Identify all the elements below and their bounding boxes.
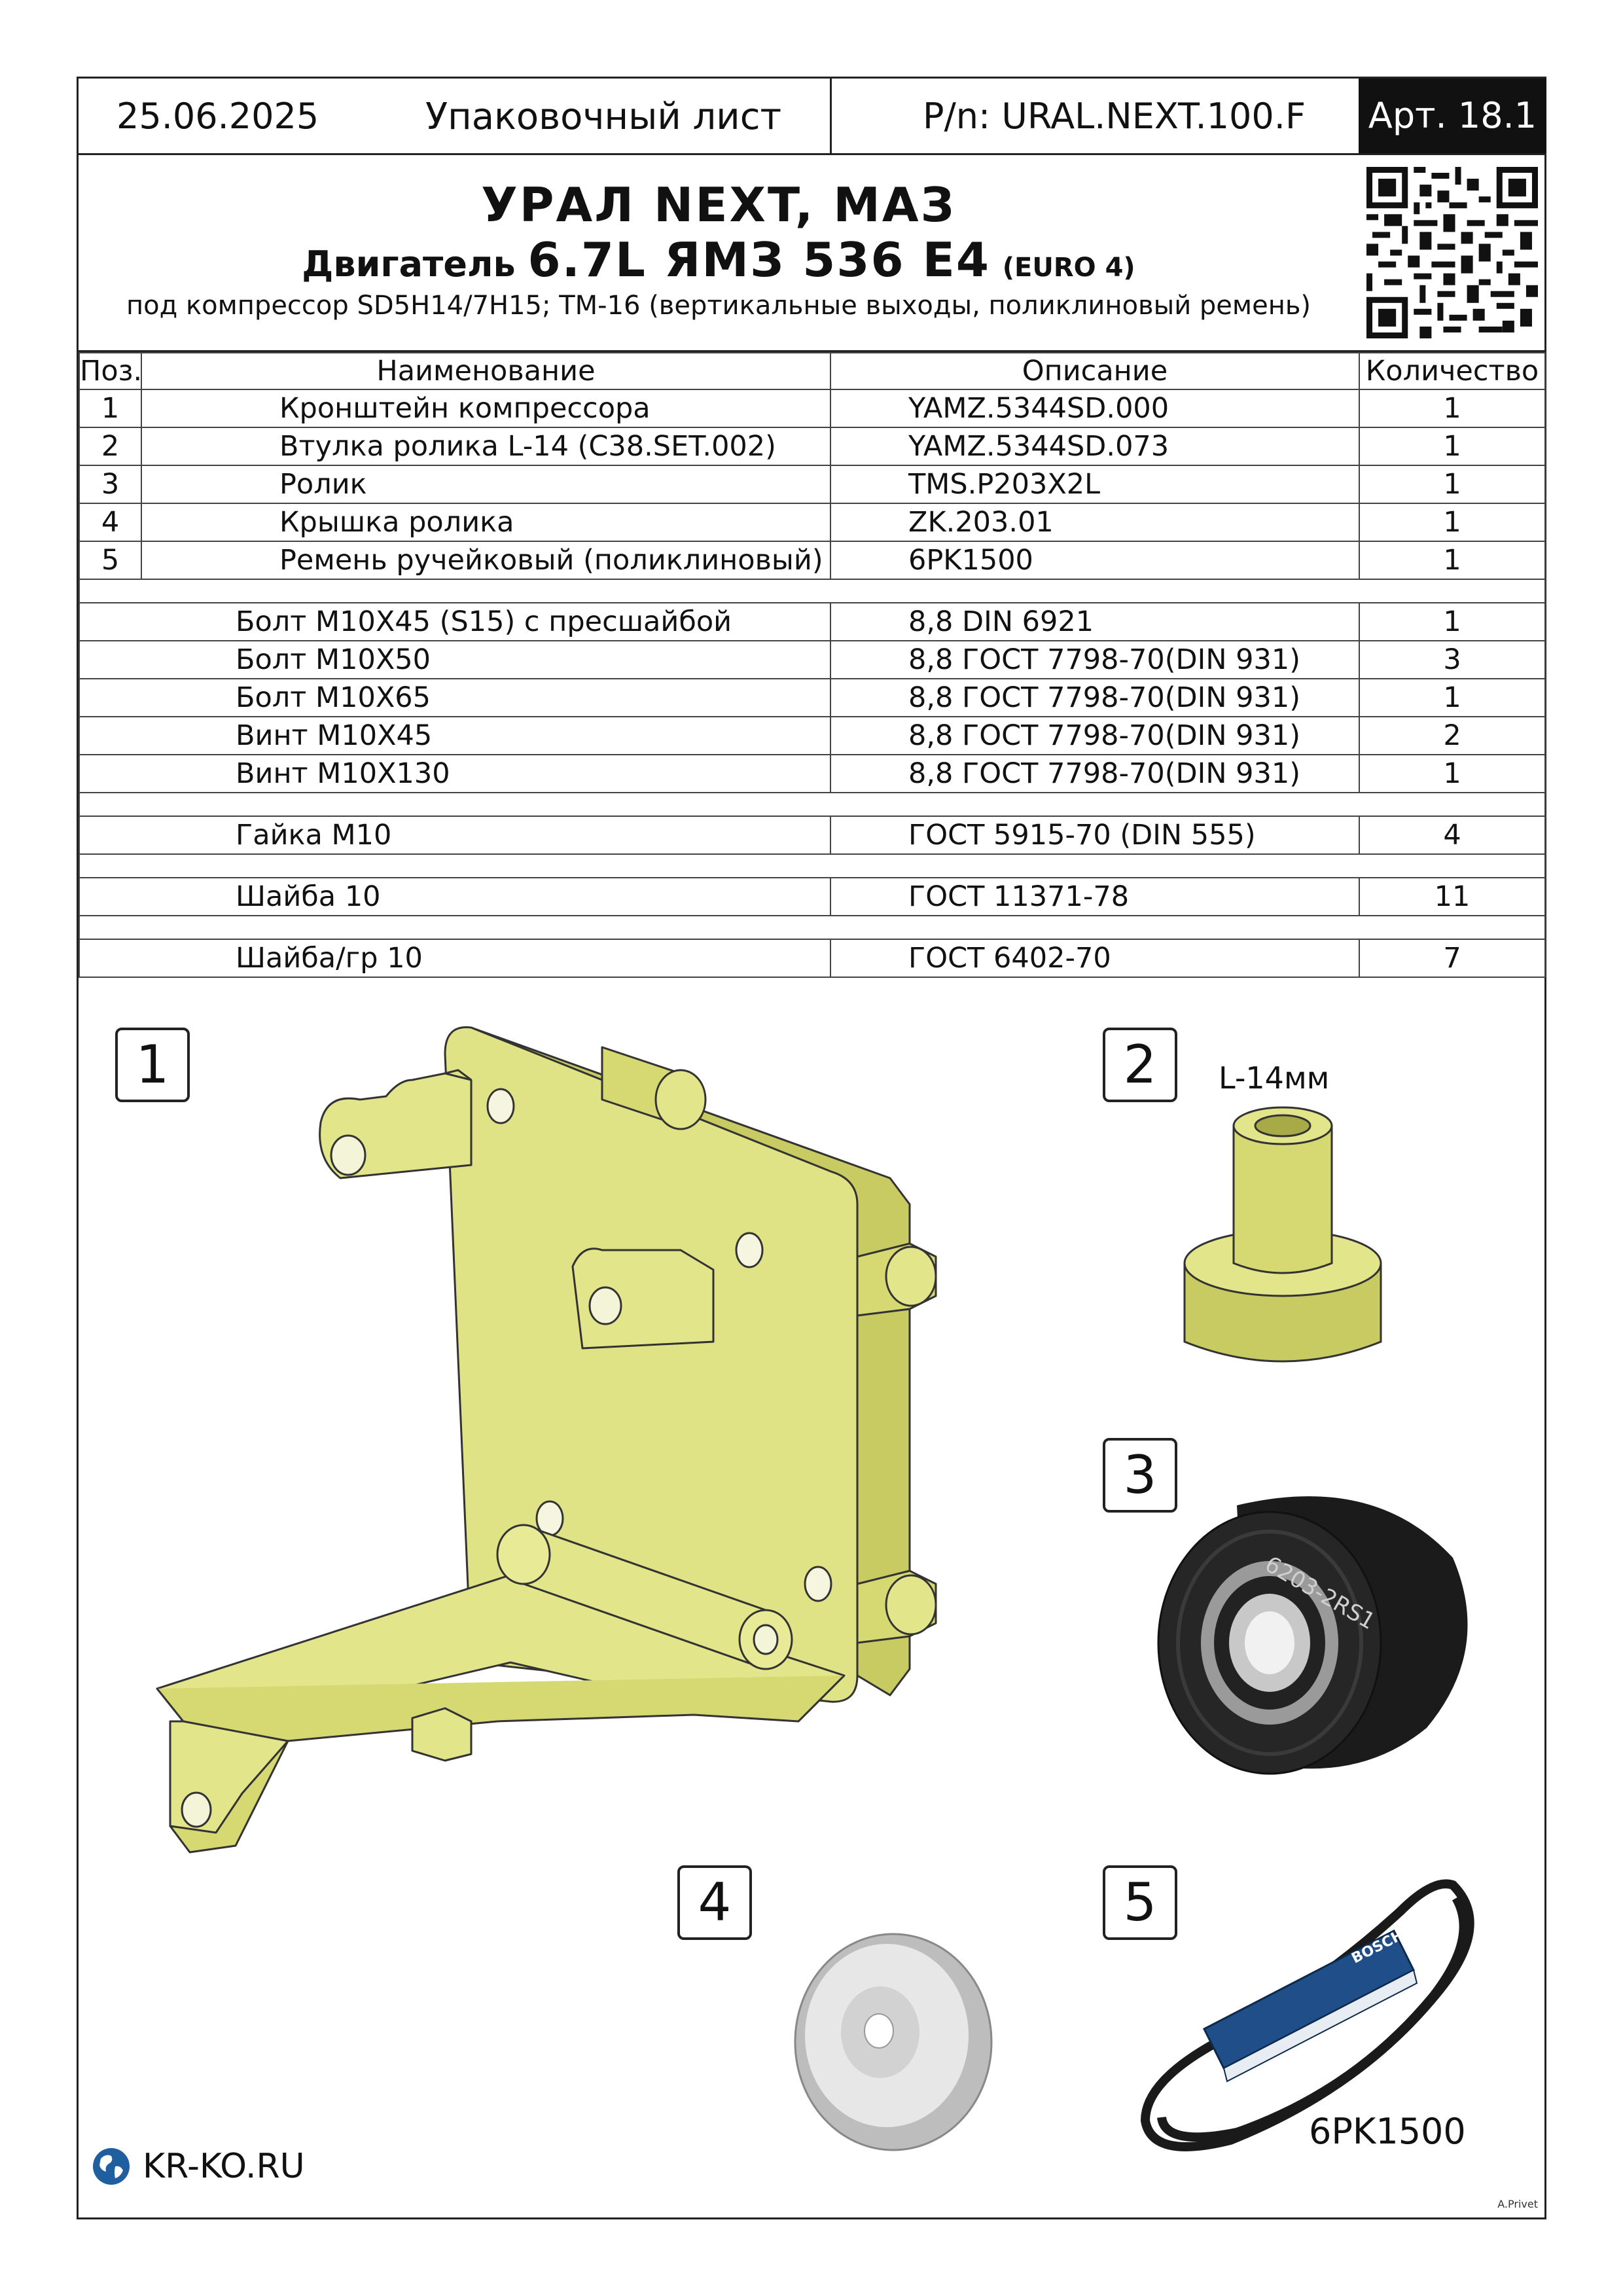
row-name: Ремень ручейковый (поликлиновый) <box>141 541 831 580</box>
row-pos: 5 <box>79 541 142 580</box>
row-name: Болт М10Х65 <box>79 678 831 717</box>
row-qty: 2 <box>1359 716 1546 755</box>
table-row: Гайка М10 ГОСТ 5915-70 (DIN 555) 4 <box>79 816 1546 855</box>
table-gap-row <box>79 853 1546 878</box>
row-name: Винт М10Х45 <box>79 716 831 755</box>
row-qty: 1 <box>1359 427 1546 466</box>
row-desc: 6PK1500 <box>830 541 1360 580</box>
site-url: KR-KO.RU <box>143 2147 305 2186</box>
site-logo[interactable]: KR-KO.RU <box>92 2147 305 2186</box>
application-note: под компрессор SD5H14/7H15; ТМ-16 (верти… <box>126 291 1311 321</box>
row-desc: ГОСТ 5915-70 (DIN 555) <box>830 816 1360 855</box>
table-row: Шайба 10 ГОСТ 11371-78 11 <box>79 877 1546 916</box>
table-header-row: Поз. Наименование Описание Количество <box>79 352 1546 390</box>
vehicle-title: УРАЛ NEXT, МАЗ <box>481 177 956 232</box>
row-qty: 4 <box>1359 816 1546 855</box>
table-gap-row <box>79 792 1546 817</box>
engine-prefix: Двигатель <box>302 243 516 285</box>
belt-caption: 6PK1500 <box>1309 2111 1466 2152</box>
item-label-1: 1 <box>115 1028 190 1102</box>
row-qty: 1 <box>1359 503 1546 542</box>
roller-cap-image <box>794 1933 993 2151</box>
row-desc: ГОСТ 6402-70 <box>830 939 1360 978</box>
header-desc: Описание <box>830 352 1360 390</box>
item-label-3: 3 <box>1103 1438 1177 1513</box>
row-name: Винт М10Х130 <box>79 754 831 793</box>
item-label-2: 2 <box>1103 1028 1177 1102</box>
doc-title: Упаковочный лист <box>425 96 782 138</box>
row-qty: 7 <box>1359 939 1546 978</box>
row-pos: 3 <box>79 465 142 504</box>
row-qty: 1 <box>1359 602 1546 641</box>
table-row: Болт М10Х50 8,8 ГОСТ 7798-70(DIN 931) 3 <box>79 640 1546 679</box>
bushing-length-note: L-14мм <box>1219 1060 1330 1096</box>
table-row: Винт М10Х45 8,8 ГОСТ 7798-70(DIN 931) 2 <box>79 716 1546 755</box>
row-name: Шайба/гр 10 <box>79 939 831 978</box>
compressor-bracket-image <box>156 1026 937 1854</box>
row-name: Втулка ролика L-14 (C38.SET.002) <box>141 427 831 466</box>
row-desc: ГОСТ 11371-78 <box>830 877 1360 916</box>
poly-v-belt-image: BOSCH <box>1140 1879 1474 2151</box>
row-name: Болт М10Х50 <box>79 640 831 679</box>
row-desc: 8,8 ГОСТ 7798-70(DIN 931) <box>830 754 1360 793</box>
row-desc: 8,8 ГОСТ 7798-70(DIN 931) <box>830 678 1360 717</box>
table-gap-row <box>79 915 1546 940</box>
table-row: Винт М10Х130 8,8 ГОСТ 7798-70(DIN 931) 1 <box>79 754 1546 793</box>
row-qty: 1 <box>1359 541 1546 580</box>
header-row: 25.06.2025 Упаковочный лист P/n: URAL.NE… <box>79 79 1546 155</box>
table-row: Болт М10Х45 (S15) с пресшайбой 8,8 DIN 6… <box>79 602 1546 641</box>
row-name: Крышка ролика <box>141 503 831 542</box>
row-qty: 1 <box>1359 389 1546 428</box>
row-desc: YAMZ.5344SD.073 <box>830 427 1360 466</box>
row-qty: 1 <box>1359 465 1546 504</box>
table-gap-row <box>79 579 1546 603</box>
author-signature: A.Privet <box>1497 2198 1538 2210</box>
row-qty: 11 <box>1359 877 1546 916</box>
header-qty: Количество <box>1359 352 1546 390</box>
roller-bushing-image <box>1183 1106 1382 1363</box>
header-name: Наименование <box>141 352 831 390</box>
part-number: P/n: URAL.NEXT.100.F <box>923 96 1306 137</box>
engine-euro: (EURO 4) <box>1002 253 1135 283</box>
table-row: 3 Ролик TMS.P203X2L 1 <box>79 465 1546 504</box>
row-name: Кронштейн компрессора <box>141 389 831 428</box>
row-desc: 8,8 ГОСТ 7798-70(DIN 931) <box>830 640 1360 679</box>
row-desc: YAMZ.5344SD.000 <box>830 389 1360 428</box>
qr-code-icon <box>1366 167 1538 338</box>
spec-table: Поз. Наименование Описание Количество 1 … <box>79 352 1546 978</box>
row-desc: 8,8 DIN 6921 <box>830 602 1360 641</box>
packing-sheet: 25.06.2025 Упаковочный лист P/n: URAL.NE… <box>77 77 1546 2219</box>
row-qty: 3 <box>1359 640 1546 679</box>
row-qty: 1 <box>1359 754 1546 793</box>
engine-title: Двигатель 6.7L ЯМЗ 536 Е4 (EURO 4) <box>79 232 1359 287</box>
row-name: Болт М10Х45 (S15) с пресшайбой <box>79 602 831 641</box>
header-pos: Поз. <box>79 352 142 390</box>
article-badge: Арт. 18.1 <box>1359 79 1546 153</box>
row-name: Шайба 10 <box>79 877 831 916</box>
row-pos: 1 <box>79 389 142 428</box>
doc-date: 25.06.2025 <box>116 96 319 137</box>
table-row: 2 Втулка ролика L-14 (C38.SET.002) YAMZ.… <box>79 427 1546 466</box>
globe-icon <box>93 2148 130 2185</box>
row-pos: 2 <box>79 427 142 466</box>
row-name: Гайка М10 <box>79 816 831 855</box>
belt-box: BOSCH <box>1202 1927 1418 2083</box>
table-row: 5 Ремень ручейковый (поликлиновый) 6PK15… <box>79 541 1546 580</box>
item-label-4: 4 <box>677 1865 752 1940</box>
row-qty: 1 <box>1359 678 1546 717</box>
row-pos: 4 <box>79 503 142 542</box>
row-desc: 8,8 ГОСТ 7798-70(DIN 931) <box>830 716 1360 755</box>
table-row: Шайба/гр 10 ГОСТ 6402-70 7 <box>79 939 1546 978</box>
title-block: УРАЛ NEXT, МАЗ Двигатель 6.7L ЯМЗ 536 Е4… <box>79 155 1544 352</box>
table-row: 1 Кронштейн компрессора YAMZ.5344SD.000 … <box>79 389 1546 428</box>
item-label-5: 5 <box>1103 1865 1177 1940</box>
row-desc: ZK.203.01 <box>830 503 1360 542</box>
header-divider <box>830 79 832 153</box>
engine-model: 6.7L ЯМЗ 536 Е4 <box>527 232 990 287</box>
table-row: Болт М10Х65 8,8 ГОСТ 7798-70(DIN 931) 1 <box>79 678 1546 717</box>
table-row: 4 Крышка ролика ZK.203.01 1 <box>79 503 1546 542</box>
tension-roller-image: 6203-2RS1 <box>1157 1496 1468 1775</box>
row-desc: TMS.P203X2L <box>830 465 1360 504</box>
row-name: Ролик <box>141 465 831 504</box>
